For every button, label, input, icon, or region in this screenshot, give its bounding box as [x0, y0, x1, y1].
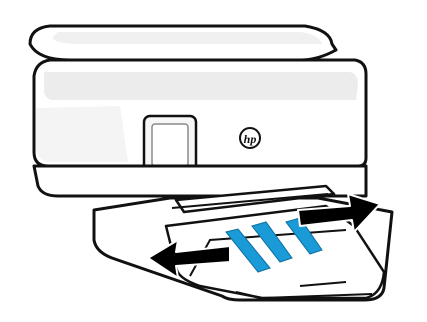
printer-body: [34, 60, 366, 166]
hp-logo-text: hp: [244, 132, 257, 146]
scanner-lid: [30, 26, 336, 60]
hp-logo-icon: hp: [240, 128, 260, 148]
